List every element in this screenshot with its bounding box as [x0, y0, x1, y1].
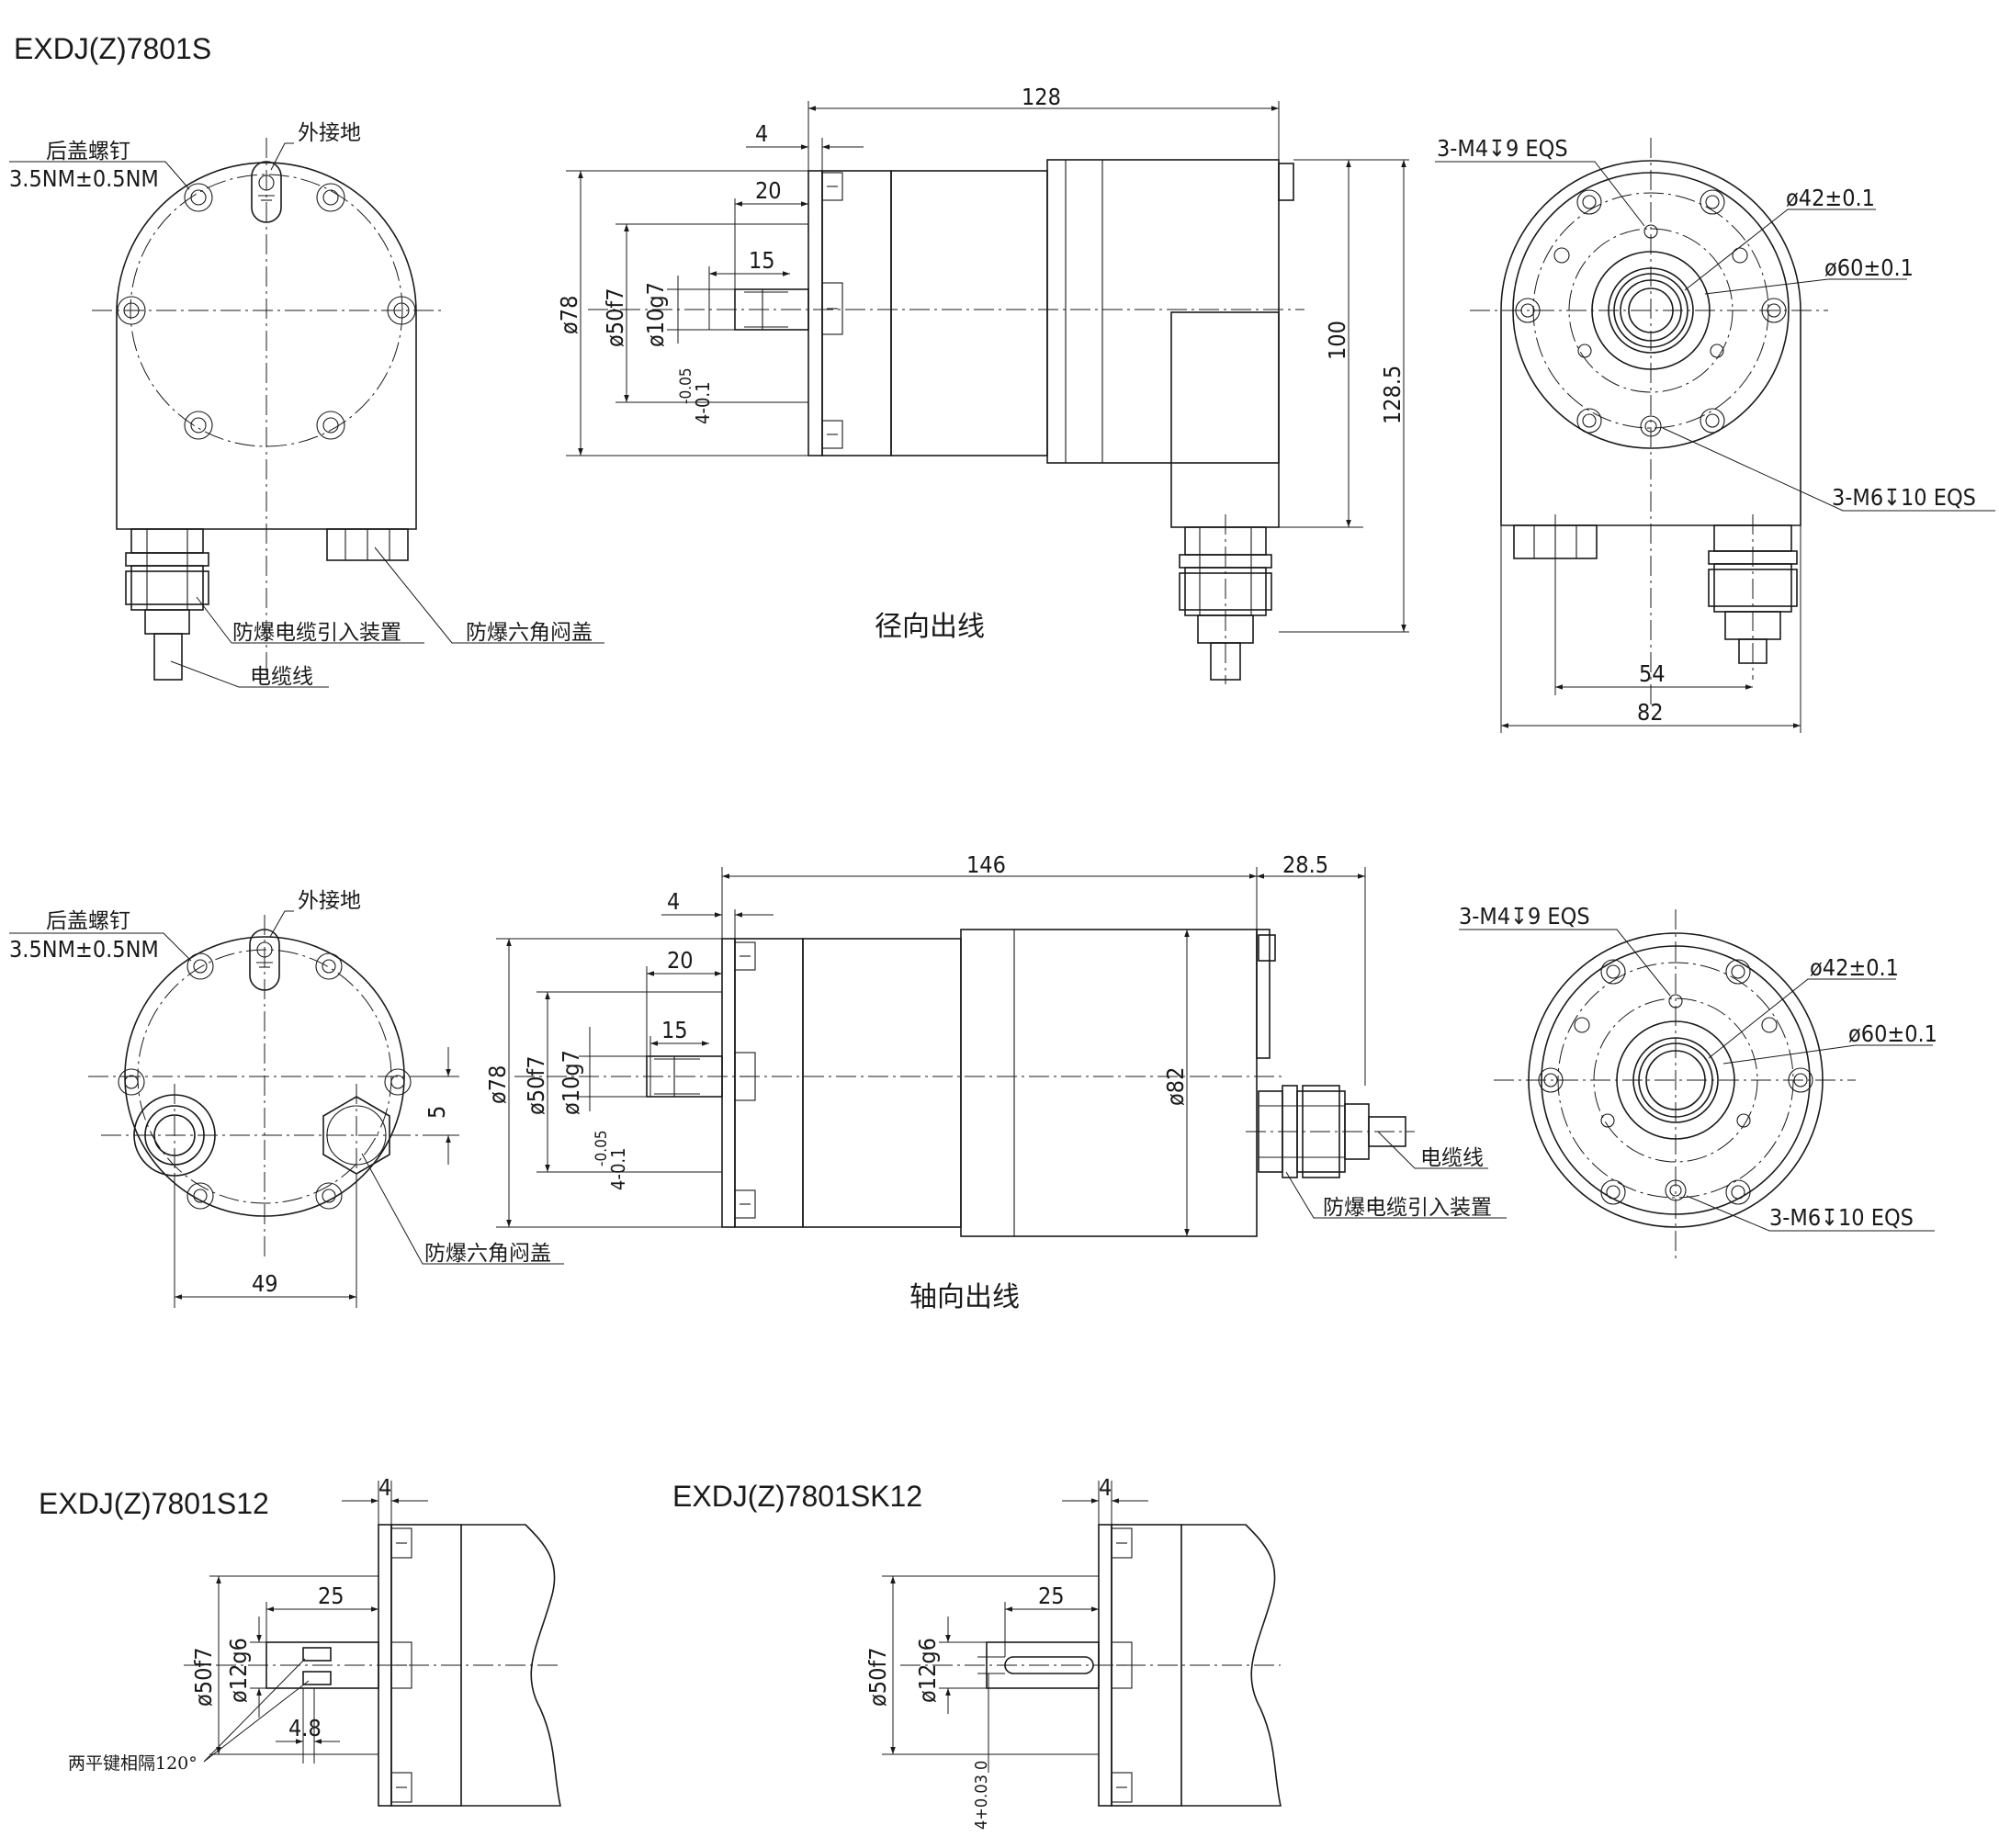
caption-radial: 径向出线 [875, 611, 985, 643]
label-torque-1: 3.5NM±0.5NM [9, 165, 159, 192]
dim-4-b: 4 [667, 888, 680, 915]
dim-d50f7-b: ø50f7 [523, 1055, 549, 1115]
label-cable-2: 电缆线 [1420, 1146, 1484, 1170]
dim-15-a: 15 [749, 247, 775, 274]
dim-82: 82 [1637, 699, 1664, 726]
label-hex-plug-2: 防爆六角闷盖 [424, 1242, 551, 1266]
dim-key-tol-lo-b: 4-0.1 [607, 1147, 629, 1190]
dim-d10g7-b: ø10g7 [558, 1050, 584, 1115]
dim-d10g7-a: ø10g7 [642, 282, 669, 347]
dim-key-tol-hi-a: -0.05 [677, 367, 695, 404]
radial-side-view [566, 101, 1409, 684]
label-d60-1: ø60±0.1 [1824, 254, 1914, 281]
dim-d50f7-a: ø50f7 [602, 287, 628, 347]
label-cable-gland-2: 防爆电缆引入装置 [1323, 1196, 1492, 1220]
radial-front-view [1435, 138, 1995, 733]
axial-front-view [1459, 909, 1935, 1258]
dim-d50f7-d: ø50f7 [864, 1647, 891, 1707]
title-s12: EXDJ(Z)7801S12 [39, 1487, 269, 1520]
dim-key-tol-lo-a: 4-0.1 [692, 381, 714, 424]
dim-128-5: 128.5 [1379, 366, 1406, 424]
axial-side-view [496, 867, 1507, 1237]
dim-54: 54 [1639, 660, 1666, 687]
dim-20-b: 20 [667, 947, 694, 974]
dim-146: 146 [966, 851, 1006, 878]
dim-5: 5 [424, 1106, 450, 1119]
label-hex-plug-1: 防爆六角闷盖 [466, 621, 593, 645]
label-ground-2: 外接地 [298, 889, 361, 913]
label-m6-1: 3-M6↧10 EQS [1832, 484, 1976, 511]
dim-d82: ø82 [1162, 1067, 1189, 1106]
label-torque-2: 3.5NM±0.5NM [9, 936, 159, 963]
dim-25-b: 25 [1038, 1583, 1065, 1609]
label-m6-2: 3-M6↧10 EQS [1769, 1204, 1914, 1231]
label-keys: 两平键相隔120° [68, 1753, 198, 1774]
dim-28-5: 28.5 [1282, 851, 1328, 878]
dim-20-a: 20 [755, 177, 782, 204]
dim-100: 100 [1324, 321, 1350, 360]
title-main: EXDJ(Z)7801S [14, 32, 211, 65]
caption-axial: 轴向出线 [909, 1281, 1020, 1313]
dim-4-d: 4 [1099, 1474, 1112, 1501]
label-rear-screw-1: 后盖螺钉 [46, 140, 130, 163]
label-m4-2: 3-M4↧9 EQS [1459, 903, 1590, 930]
axial-rear-view [9, 910, 564, 1308]
sk12-shaft-view [882, 1481, 1282, 1807]
dim-d78-a: ø78 [556, 296, 582, 334]
label-ground-1: 外接地 [298, 121, 361, 145]
label-cable-gland-1: 防爆电缆引入装置 [232, 621, 401, 645]
dim-128: 128 [1022, 84, 1061, 110]
dim-4-a: 4 [755, 120, 768, 147]
s12-shaft-view [184, 1481, 561, 1807]
radial-rear-view [9, 138, 604, 688]
title-sk12: EXDJ(Z)7801SK12 [672, 1480, 922, 1513]
label-d60-2: ø60±0.1 [1848, 1020, 1937, 1047]
dim-4-c: 4 [378, 1474, 391, 1501]
label-rear-screw-2: 后盖螺钉 [46, 909, 130, 933]
label-m4-1: 3-M4↧9 EQS [1437, 135, 1568, 162]
dim-key-tol-hi-b: -0.05 [593, 1130, 611, 1166]
label-d42-1: ø42±0.1 [1786, 185, 1875, 211]
dim-d78-b: ø78 [484, 1065, 511, 1104]
label-cable-1: 电缆线 [250, 665, 313, 689]
dim-tol-k12: 4+0.03 0 [972, 1761, 991, 1830]
dim-d50f7-c: ø50f7 [190, 1647, 217, 1707]
dim-4-8: 4.8 [288, 1715, 322, 1741]
dim-15-b: 15 [661, 1017, 688, 1043]
dim-d12g6-a: ø12g6 [225, 1638, 252, 1703]
dim-49: 49 [252, 1270, 278, 1297]
label-d42-2: ø42±0.1 [1810, 954, 1899, 981]
dim-d12g6-b: ø12g6 [914, 1638, 941, 1703]
dim-25-a: 25 [318, 1583, 344, 1609]
